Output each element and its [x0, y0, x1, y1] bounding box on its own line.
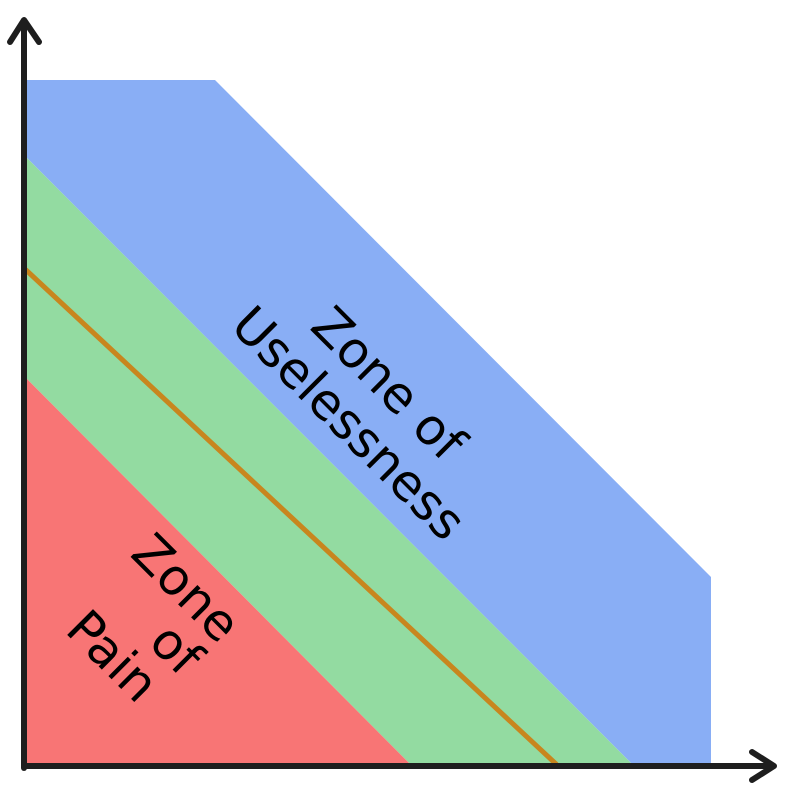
x-axis-arrow-head-icon — [749, 749, 777, 783]
axes — [7, 17, 777, 783]
main-sequence-line — [23, 267, 559, 767]
balanced-zone-region — [26, 157, 634, 766]
zone-of-uselessness-region — [26, 80, 711, 766]
y-axis-arrow-head-icon — [7, 17, 42, 45]
zone-of-pain-region — [26, 378, 412, 766]
